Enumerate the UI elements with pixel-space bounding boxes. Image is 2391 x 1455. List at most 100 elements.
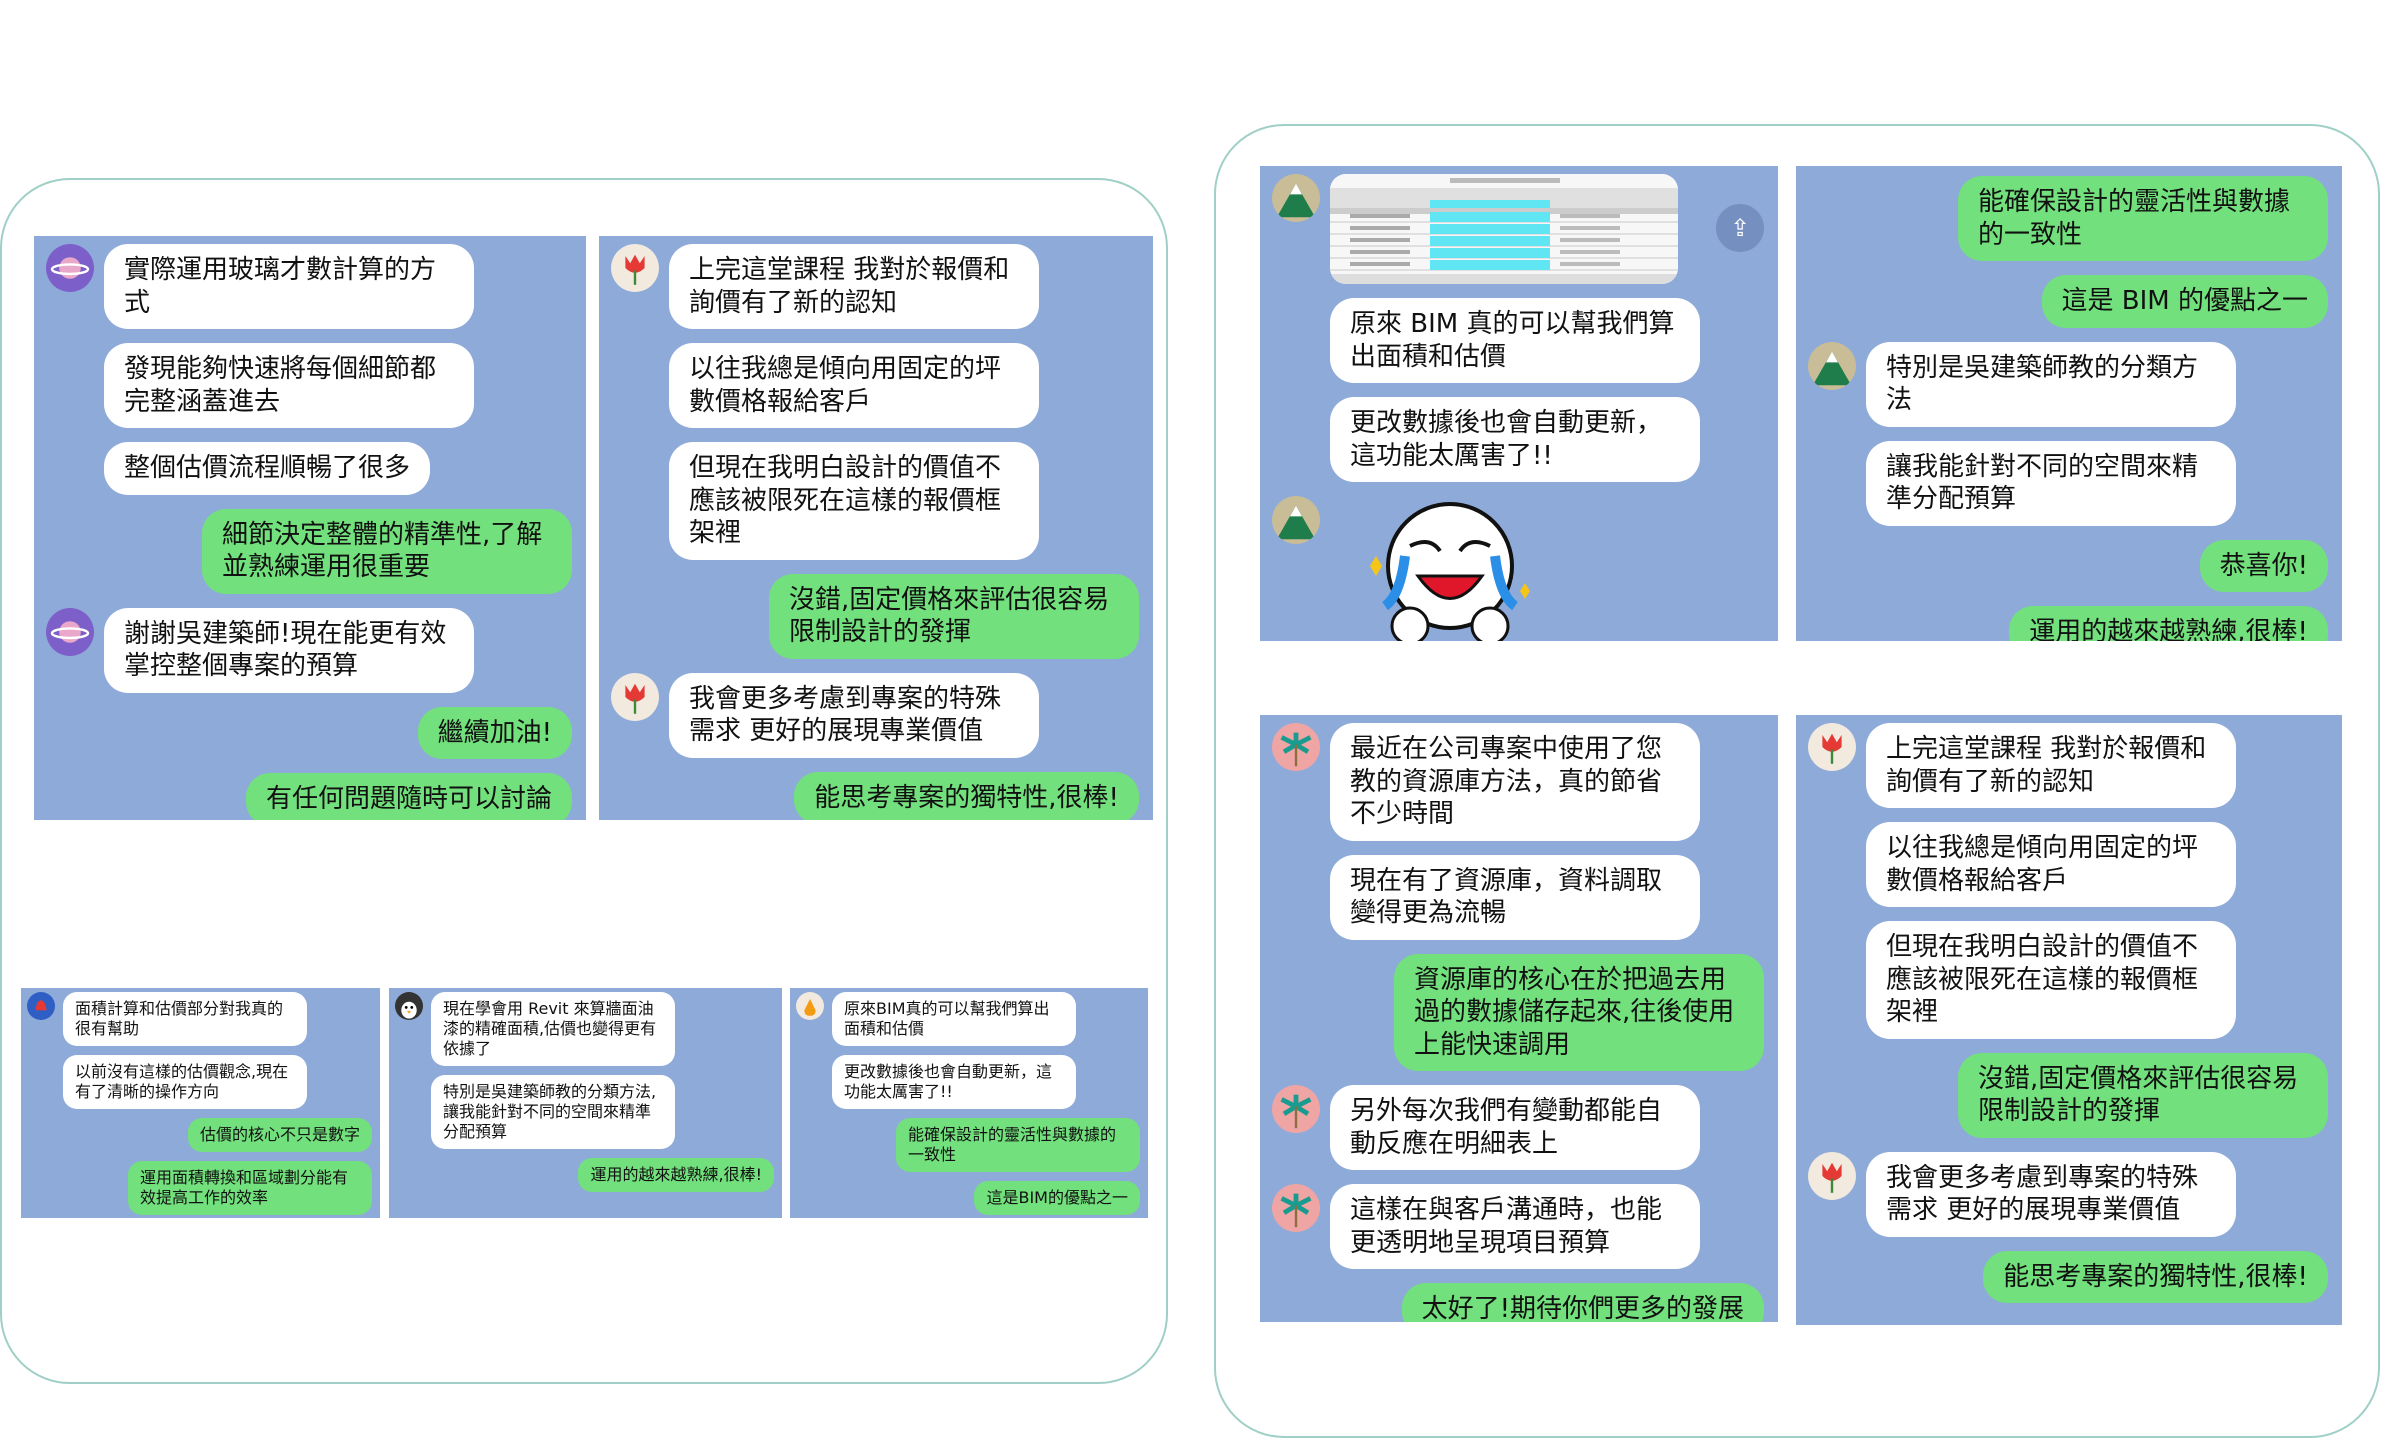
outgoing-message: 太好了!期待你們更多的發展 [1272, 1283, 1764, 1322]
incoming-message: 原來BIM真的可以幫我們算出面積和估價 [796, 992, 1140, 1046]
palm-tree-icon[interactable] [1272, 1085, 1320, 1133]
message-bubble: 這是BIM的優點之一 [974, 1181, 1140, 1215]
incoming-message: 最近在公司專案中使用了您教的資源庫方法，真的節省不少時間 [1272, 723, 1764, 841]
chat-panel: 能確保設計的靈活性與數據的一致性這是 BIM 的優點之一特別是吳建築師教的分類方… [1796, 166, 2342, 641]
chat-panel: 最近在公司專案中使用了您教的資源庫方法，真的節省不少時間現在有了資源庫，資料調取… [1260, 715, 1778, 1322]
outgoing-message: 運用面積轉換和區域劃分能有效提高工作的效率 [27, 1161, 372, 1215]
chat-panel: 上完這堂課程 我對於報價和詢價有了新的認知以往我總是傾向用固定的坪數價格報給客戶… [599, 236, 1153, 820]
incoming-message: 面積計算和估價部分對我真的很有幫助 [27, 992, 372, 1046]
bell-icon[interactable] [27, 992, 55, 1020]
message-bubble: 發現能夠快速將每個細節都完整涵蓋進去 [104, 343, 474, 428]
message-bubble: 面積計算和估價部分對我真的很有幫助 [63, 992, 307, 1046]
message-bubble: 估價的核心不只是數字 [187, 1118, 372, 1152]
message-bubble: 以往我總是傾向用固定的坪數價格報給客戶 [1866, 822, 2236, 907]
message-bubble: 特別是吳建築師教的分類方法,讓我能針對不同的空間來精準分配預算 [431, 1075, 675, 1149]
incoming-message: 現在學會用 Revit 來算牆面油漆的精確面積,估價也變得更有依據了 [395, 992, 774, 1066]
message-bubble: 另外每次我們有變動都能自動反應在明細表上 [1330, 1085, 1700, 1170]
incoming-message: 上完這堂課程 我對於報價和詢價有了新的認知 [611, 244, 1139, 329]
message-bubble: 上完這堂課程 我對於報價和詢價有了新的認知 [669, 244, 1039, 329]
message-bubble: 原來 BIM 真的可以幫我們算出面積和估價 [1330, 298, 1700, 383]
message-bubble: 原來BIM真的可以幫我們算出面積和估價 [832, 992, 1076, 1046]
left-group-frame [0, 178, 1168, 1384]
message-bubble: 更改數據後也會自動更新，這功能太厲害了!! [1330, 397, 1700, 482]
incoming-message: 但現在我明白設計的價值不應該被限死在這樣的報價框架裡 [1808, 921, 2328, 1039]
pear-icon[interactable] [796, 992, 824, 1020]
message-bubble: 有任何問題隨時可以討論 [245, 773, 572, 820]
outgoing-message: 能思考專案的獨特性,很棒! [611, 771, 1139, 820]
mountain-icon[interactable] [1272, 496, 1320, 544]
outgoing-message: 資源庫的核心在於把過去用過的數據儲存起來,往後使用上能快速調用 [1272, 953, 1764, 1071]
outgoing-message: 沒錯,固定價格來評估很容易限制設計的發揮 [611, 573, 1139, 659]
message-bubble: 繼續加油! [417, 706, 572, 759]
palm-tree-icon[interactable] [1272, 723, 1320, 771]
message-bubble: 能確保設計的靈活性與數據的一致性 [896, 1118, 1140, 1172]
incoming-message: 讓我能針對不同的空間來精準分配預算 [1808, 440, 2328, 526]
right-group-frame [1214, 124, 2380, 1438]
incoming-message: 發現能夠快速將每個細節都完整涵蓋進去 [46, 343, 572, 428]
incoming-message: 更改數據後也會自動更新，這功能太厲害了!! [796, 1055, 1140, 1109]
planet-icon[interactable] [46, 607, 94, 656]
message-bubble: 最近在公司專案中使用了您教的資源庫方法，真的節省不少時間 [1330, 723, 1700, 841]
palm-tree-icon[interactable] [1272, 1184, 1320, 1232]
message-bubble: 太好了!期待你們更多的發展 [1401, 1283, 1764, 1322]
outgoing-message: 繼續加油! [46, 706, 572, 759]
incoming-message: 更改數據後也會自動更新，這功能太厲害了!! [1272, 397, 1764, 482]
outgoing-message: 運用的越來越熟練,很棒! [1808, 606, 2328, 641]
chat-panel: 面積計算和估價部分對我真的很有幫助以前沒有這樣的估價觀念,現在有了清晰的操作方向… [21, 988, 380, 1218]
incoming-message: 特別是吳建築師教的分類方法 [1808, 341, 2328, 427]
incoming-message: 特別是吳建築師教的分類方法,讓我能針對不同的空間來精準分配預算 [395, 1075, 774, 1149]
message-bubble: 運用的越來越熟練,很棒! [2009, 606, 2328, 641]
incoming-message: 另外每次我們有變動都能自動反應在明細表上 [1272, 1085, 1764, 1170]
incoming-message: 以往我總是傾向用固定的坪數價格報給客戶 [1808, 822, 2328, 907]
share-icon[interactable]: ⇪ [1716, 204, 1764, 252]
incoming-message: 謝謝吳建築師!現在能更有效掌控整個專案的預算 [46, 607, 572, 693]
message-bubble: 能思考專案的獨特性,很棒! [1983, 1250, 2328, 1303]
outgoing-message: 能確保設計的靈活性與數據的一致性 [1808, 176, 2328, 261]
tulip-icon[interactable] [1808, 1151, 1856, 1200]
message-bubble: 能確保設計的靈活性與數據的一致性 [1958, 176, 2328, 261]
incoming-message: 原來 BIM 真的可以幫我們算出面積和估價 [1272, 298, 1764, 383]
chat-panel: 現在學會用 Revit 來算牆面油漆的精確面積,估價也變得更有依據了特別是吳建築… [389, 988, 782, 1218]
outgoing-message: 這是BIM的優點之一 [796, 1181, 1140, 1215]
message-bubble: 沒錯,固定價格來評估很容易限制設計的發揮 [769, 573, 1139, 659]
message-bubble: 特別是吳建築師教的分類方法 [1866, 341, 2236, 427]
tulip-icon[interactable] [611, 672, 659, 721]
message-bubble: 但現在我明白設計的價值不應該被限死在這樣的報價框架裡 [669, 442, 1039, 560]
penguin-icon[interactable] [395, 992, 423, 1020]
chat-panel: ⇪ 原來 BIM 真的可以幫我們算出面積和估價更改數據後也會自動更新，這功能太厲害… [1260, 166, 1778, 641]
incoming-message [1272, 496, 1764, 641]
message-bubble: 整個估價流程順暢了很多 [104, 442, 431, 495]
spreadsheet-screenshot-image[interactable] [1330, 174, 1679, 284]
message-bubble: 沒錯,固定價格來評估很容易限制設計的發揮 [1958, 1052, 2328, 1138]
message-bubble: 這是 BIM 的優點之一 [2041, 275, 2328, 328]
mountain-icon[interactable] [1272, 174, 1320, 222]
outgoing-message: 恭喜你! [1808, 539, 2328, 592]
outgoing-message: 這是 BIM 的優點之一 [1808, 275, 2328, 328]
outgoing-message: 能確保設計的靈活性與數據的一致性 [796, 1118, 1140, 1172]
incoming-message: 但現在我明白設計的價值不應該被限死在這樣的報價框架裡 [611, 442, 1139, 560]
message-bubble: 運用的越來越熟練,很棒! [578, 1158, 774, 1192]
outgoing-message: 細節決定整體的精準性,了解並熟練運用很重要 [46, 508, 572, 594]
outgoing-message: 有任何問題隨時可以討論 [46, 773, 572, 820]
tulip-icon[interactable] [611, 244, 659, 292]
message-bubble: 能思考專案的獨特性,很棒! [794, 771, 1139, 820]
chat-panel: 上完這堂課程 我對於報價和詢價有了新的認知以往我總是傾向用固定的坪數價格報給客戶… [1796, 715, 2342, 1325]
tulip-icon[interactable] [1808, 723, 1856, 771]
message-bubble: 謝謝吳建築師!現在能更有效掌控整個專案的預算 [104, 607, 474, 693]
message-bubble: 上完這堂課程 我對於報價和詢價有了新的認知 [1866, 723, 2236, 808]
message-bubble: 現在學會用 Revit 來算牆面油漆的精確面積,估價也變得更有依據了 [431, 992, 675, 1066]
message-bubble: 運用面積轉換和區域劃分能有效提高工作的效率 [128, 1161, 372, 1215]
incoming-message: ⇪ [1272, 174, 1764, 284]
incoming-message: 這樣在與客戶溝通時，也能更透明地呈現項目預算 [1272, 1184, 1764, 1269]
incoming-message: 以往我總是傾向用固定的坪數價格報給客戶 [611, 343, 1139, 428]
message-bubble: 以往我總是傾向用固定的坪數價格報給客戶 [669, 343, 1039, 428]
incoming-message: 上完這堂課程 我對於報價和詢價有了新的認知 [1808, 723, 2328, 808]
outgoing-message: 估價的核心不只是數字 [27, 1118, 372, 1152]
message-bubble: 現在有了資源庫，資料調取變得更為流暢 [1330, 854, 1700, 940]
planet-icon[interactable] [46, 244, 94, 292]
mountain-icon[interactable] [1808, 341, 1856, 390]
outgoing-message: 運用的越來越熟練,很棒! [395, 1158, 774, 1192]
message-bubble: 我會更多考慮到專案的特殊需求 更好的展現專業價值 [1866, 1151, 2236, 1237]
chat-panel: 實際運用玻璃才數計算的方式發現能夠快速將每個細節都完整涵蓋進去整個估價流程順暢了… [34, 236, 586, 820]
incoming-message: 我會更多考慮到專案的特殊需求 更好的展現專業價值 [611, 672, 1139, 758]
